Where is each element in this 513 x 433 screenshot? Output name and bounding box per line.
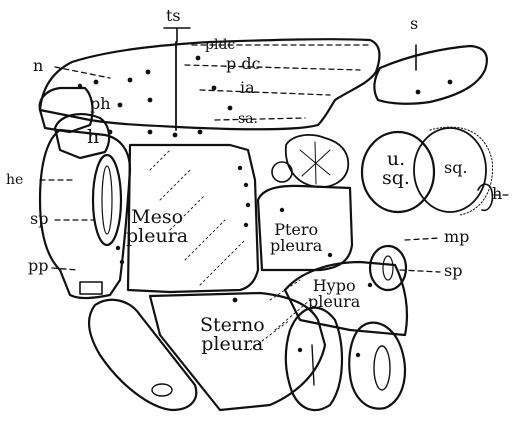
right-spiracle — [370, 246, 406, 290]
label-ph: ph — [90, 96, 111, 112]
leader-pdc — [185, 65, 360, 70]
scutellum-outline — [374, 46, 486, 104]
label-he: he — [6, 173, 23, 187]
label-sa-notum: sa. — [238, 112, 258, 126]
label-pdc: p dc — [226, 56, 261, 72]
left-spiracle — [93, 155, 121, 245]
humeral-callus — [40, 88, 93, 132]
label-h-right: h — [492, 186, 502, 202]
label-sp-right: sp — [444, 263, 462, 279]
label-mesopleura: Meso pleura — [126, 208, 188, 246]
wing-root-sclerite — [286, 135, 348, 187]
right-spiracle-inner — [383, 256, 393, 280]
leader-pp — [52, 268, 78, 270]
label-h-left: h — [87, 128, 99, 147]
label-squama: sq. — [444, 160, 468, 176]
label-hypopleura: Hypo pleura — [308, 278, 360, 310]
label-ts: ts — [166, 8, 181, 24]
leader-ia — [200, 90, 330, 95]
wing-root-detail — [300, 142, 330, 184]
label-upper-squama: u. sq. — [382, 150, 410, 188]
label-n: n — [33, 58, 43, 74]
label-sp-left: sp — [30, 211, 48, 227]
label-sternopleura: Sterno pleura — [200, 316, 265, 354]
fore-coxa — [89, 300, 196, 410]
pp-plate — [80, 282, 102, 294]
leader-mp — [405, 238, 440, 240]
label-pldc: pldc — [205, 38, 235, 52]
label-mp: mp — [444, 229, 469, 245]
mid-coxa-right-slit — [374, 346, 390, 390]
ts-tick — [164, 28, 190, 42]
left-sclerites — [40, 130, 130, 298]
leader-n — [55, 67, 110, 78]
fore-coxa-tip — [152, 384, 172, 396]
mid-coxa-left-slit — [312, 345, 314, 385]
label-pp: pp — [28, 258, 48, 274]
leader-sa — [215, 118, 305, 120]
label-s: s — [410, 16, 418, 32]
label-pteropleura: Ptero pleura — [270, 222, 322, 254]
wing-root-ring — [272, 162, 292, 182]
label-ia: ia — [240, 80, 255, 96]
mid-coxa-right — [349, 323, 405, 409]
left-spiracle-inner — [102, 166, 112, 234]
